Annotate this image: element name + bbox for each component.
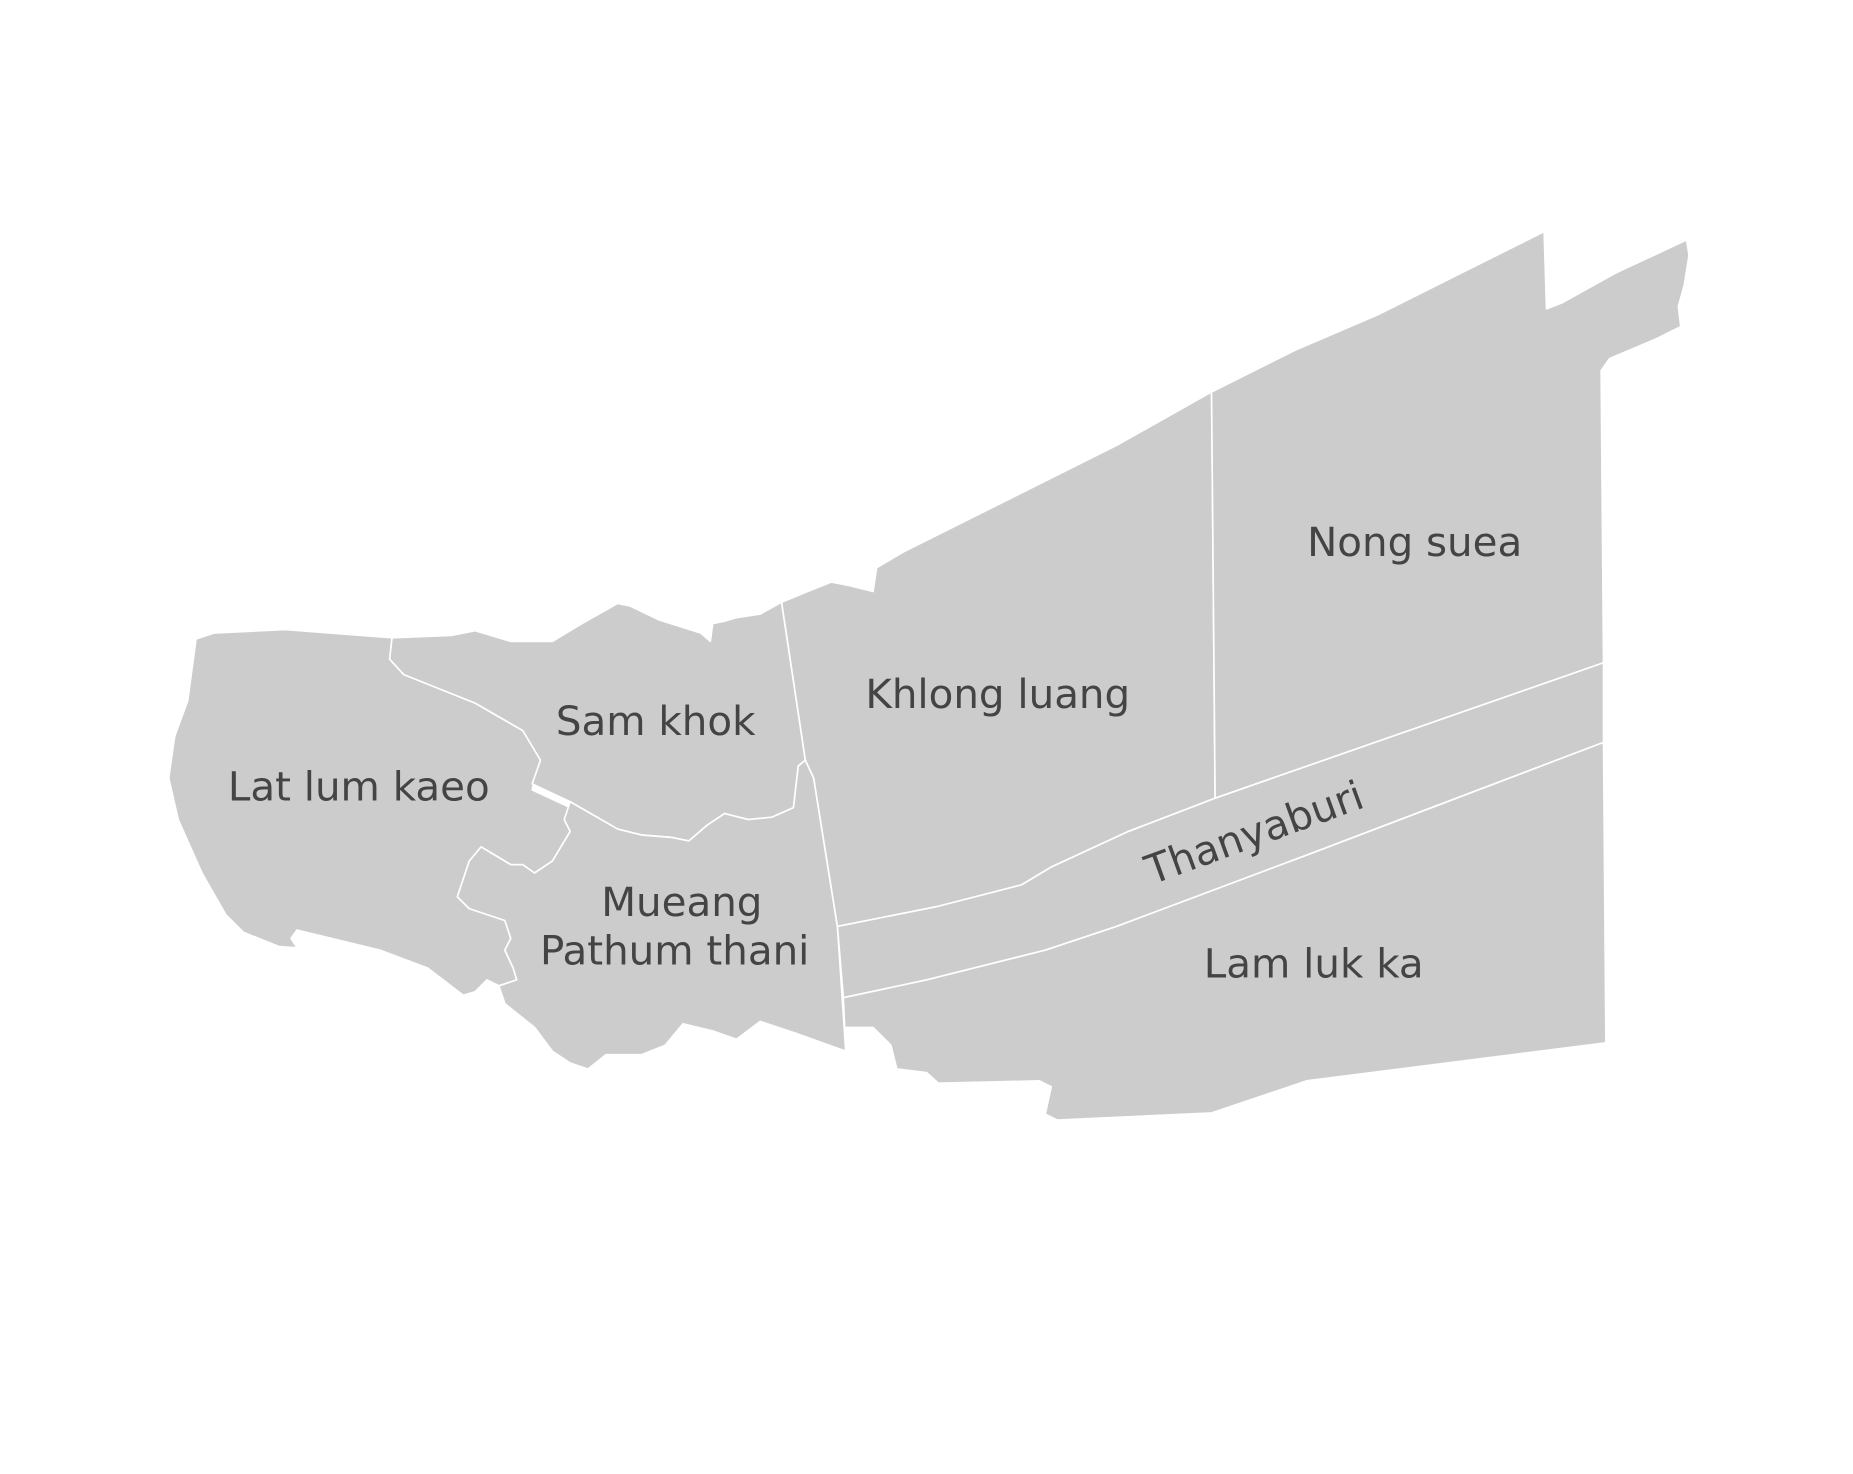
district-label: Khlong luang [865,671,1130,718]
district-sam-khok[interactable]: Sam khok [388,601,807,842]
district-label: Lam luk ka [1204,941,1424,988]
district-shape-nong-suea[interactable] [1210,230,1690,800]
district-khlong-luang[interactable]: Khlong luang [780,391,1216,928]
district-label: Sam khok [556,698,756,745]
district-label: Mueang [601,879,762,926]
district-lat-lum-kaeo[interactable]: Lat lum kaeo [167,628,572,997]
district-label: Pathum thani [540,927,809,974]
district-lam-luk-ka[interactable]: Lam luk ka [842,741,1607,1121]
district-label: Nong suea [1307,519,1522,566]
district-nong-suea[interactable]: Nong suea [1210,230,1690,800]
district-shape-lam-luk-ka[interactable] [842,741,1607,1121]
district-shape-mueang-pathum-thani[interactable] [456,759,847,1070]
district-label: Lat lum kaeo [228,764,490,811]
district-mueang-pathum-thani[interactable]: Mueang Pathum thani [456,759,847,1070]
